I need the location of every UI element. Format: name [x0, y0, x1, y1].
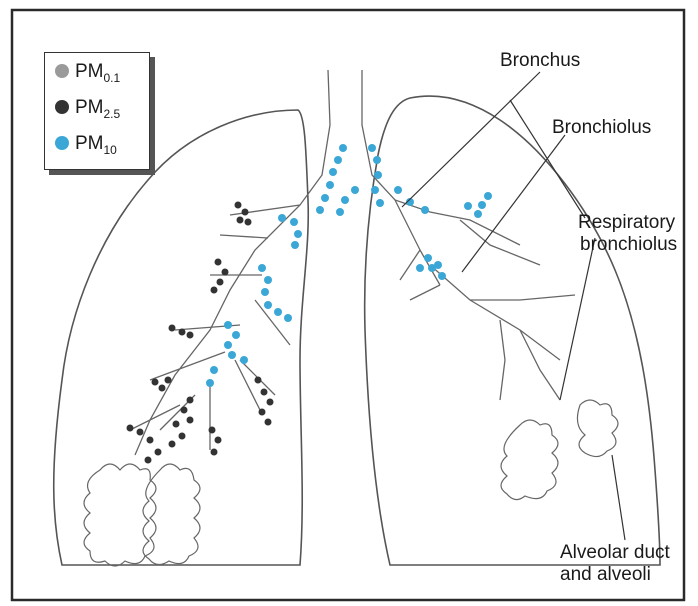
- label-respiratory-1: Respiratory: [578, 212, 675, 234]
- legend-box: PM0.1 PM2.5 PM10: [44, 52, 150, 170]
- pm01-dot-icon: [55, 64, 69, 78]
- legend-sub-pm25: 2.5: [104, 107, 121, 121]
- label-bronchiolus: Bronchiolus: [552, 117, 651, 139]
- pm10-dot-icon: [55, 136, 69, 150]
- label-respiratory-2: bronchiolus: [580, 234, 677, 256]
- legend-item-pm25: PM2.5: [55, 97, 120, 121]
- label-alveolar-2: and alveoli: [560, 564, 651, 586]
- label-alveolar-1: Alveolar duct: [560, 542, 670, 564]
- bronchial-tree-icon: [130, 70, 575, 455]
- pm25-dot-icon: [55, 100, 69, 114]
- legend-sub-pm10: 10: [104, 143, 117, 157]
- alveoli-icon: [84, 400, 618, 566]
- leader-lines: [402, 72, 625, 540]
- legend-item-pm10: PM10: [55, 133, 117, 157]
- legend-label-pm10: PM: [75, 133, 104, 154]
- legend-label-pm01: PM: [75, 61, 104, 82]
- label-bronchus: Bronchus: [500, 50, 580, 72]
- legend-sub-pm01: 0.1: [104, 71, 121, 85]
- right-lung-outline: [365, 96, 660, 565]
- legend-label-pm25: PM: [75, 97, 104, 118]
- legend-item-pm01: PM0.1: [55, 61, 120, 85]
- pm10-particles: [206, 144, 492, 387]
- left-lung-outline: [54, 110, 309, 565]
